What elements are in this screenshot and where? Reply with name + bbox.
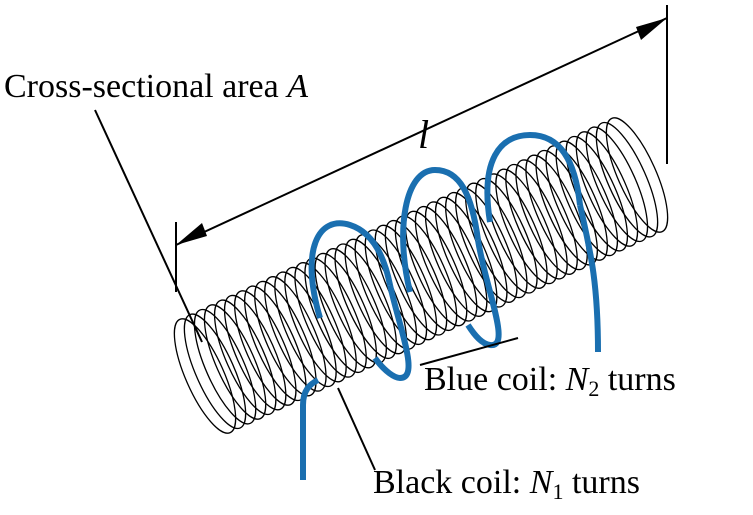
- blue-coil-back: [308, 131, 583, 319]
- blue-coil-turn-front: [300, 377, 320, 480]
- black-coil-turn: [525, 154, 588, 271]
- black-coil-turn: [575, 131, 639, 247]
- length-symbol-label: l: [418, 112, 430, 157]
- black-coil-prefix: Black coil:: [373, 464, 530, 501]
- black-coil-turn: [595, 121, 659, 238]
- black-coil-turn: [284, 266, 347, 383]
- black-coil-turn: [223, 294, 287, 411]
- area-leader: [94, 109, 203, 343]
- black-coil-turn: [585, 126, 649, 243]
- black-coil-turn: [424, 201, 488, 317]
- dimension-line: [175, 17, 668, 246]
- black-coil-turn: [254, 280, 317, 397]
- black-coil-turn: [294, 262, 357, 378]
- black-coil-subscript: 1: [552, 479, 564, 504]
- length-dimension: [175, 5, 668, 292]
- cross-sectional-area-label: Cross-sectional area A: [4, 70, 308, 104]
- blue-coil-prefix: Blue coil:: [424, 361, 566, 398]
- black-coil-turn: [354, 234, 418, 350]
- arrowhead-right: [636, 18, 667, 40]
- black-coil-turn: [274, 271, 337, 388]
- black-coil-turn: [173, 318, 237, 434]
- black-coil-turn: [515, 159, 578, 275]
- blue-coil-symbol: N: [565, 361, 589, 398]
- black-coil-turn: [193, 308, 257, 425]
- black-coil-turn: [545, 145, 608, 261]
- area-label-text: Cross-sectional area: [4, 68, 288, 105]
- blue-coil-turn-back: [400, 166, 481, 293]
- black-coil-turn: [334, 243, 397, 360]
- black-coil-symbol: N: [529, 464, 553, 501]
- area-symbol: A: [287, 68, 309, 105]
- black-coil-turn: [414, 205, 478, 322]
- black-coil-turn: [203, 304, 267, 420]
- black-coil-turn: [264, 276, 327, 392]
- blue-coil-turn-back: [484, 131, 583, 223]
- black-coil-turn: [495, 168, 558, 285]
- black-coil-turn: [505, 163, 568, 280]
- black-coil-turn: [364, 229, 428, 346]
- blue-coil-subscript: 2: [588, 376, 600, 401]
- black-coil-turn: [213, 299, 277, 416]
- blue-coil-leader: [419, 337, 519, 366]
- blue-coil-label: Blue coil: N2 turns: [424, 361, 676, 400]
- black-coil-suffix: turns: [563, 464, 640, 501]
- black-coil-turn: [314, 252, 377, 369]
- blue-coil-turn-back: [308, 220, 393, 319]
- black-coil-turn: [475, 177, 538, 294]
- black-coil-turn: [384, 219, 448, 336]
- leader-lines: [94, 109, 519, 471]
- black-coil-label: Black coil: N1 turns: [373, 464, 640, 503]
- blue-coil-suffix: turns: [599, 361, 676, 398]
- blue-coil-turn-front: [577, 204, 601, 353]
- black-coil-turn: [404, 210, 468, 327]
- black-coil-turn: [555, 140, 619, 257]
- arrowhead-left: [176, 223, 207, 245]
- black-coil-turn: [234, 290, 297, 406]
- black-coil-turn: [445, 191, 508, 308]
- black-coil-turn: [605, 117, 669, 233]
- black-coil-turn: [434, 196, 498, 313]
- black-coil-leader: [337, 387, 376, 471]
- blue-coil-turn-front: [372, 284, 412, 382]
